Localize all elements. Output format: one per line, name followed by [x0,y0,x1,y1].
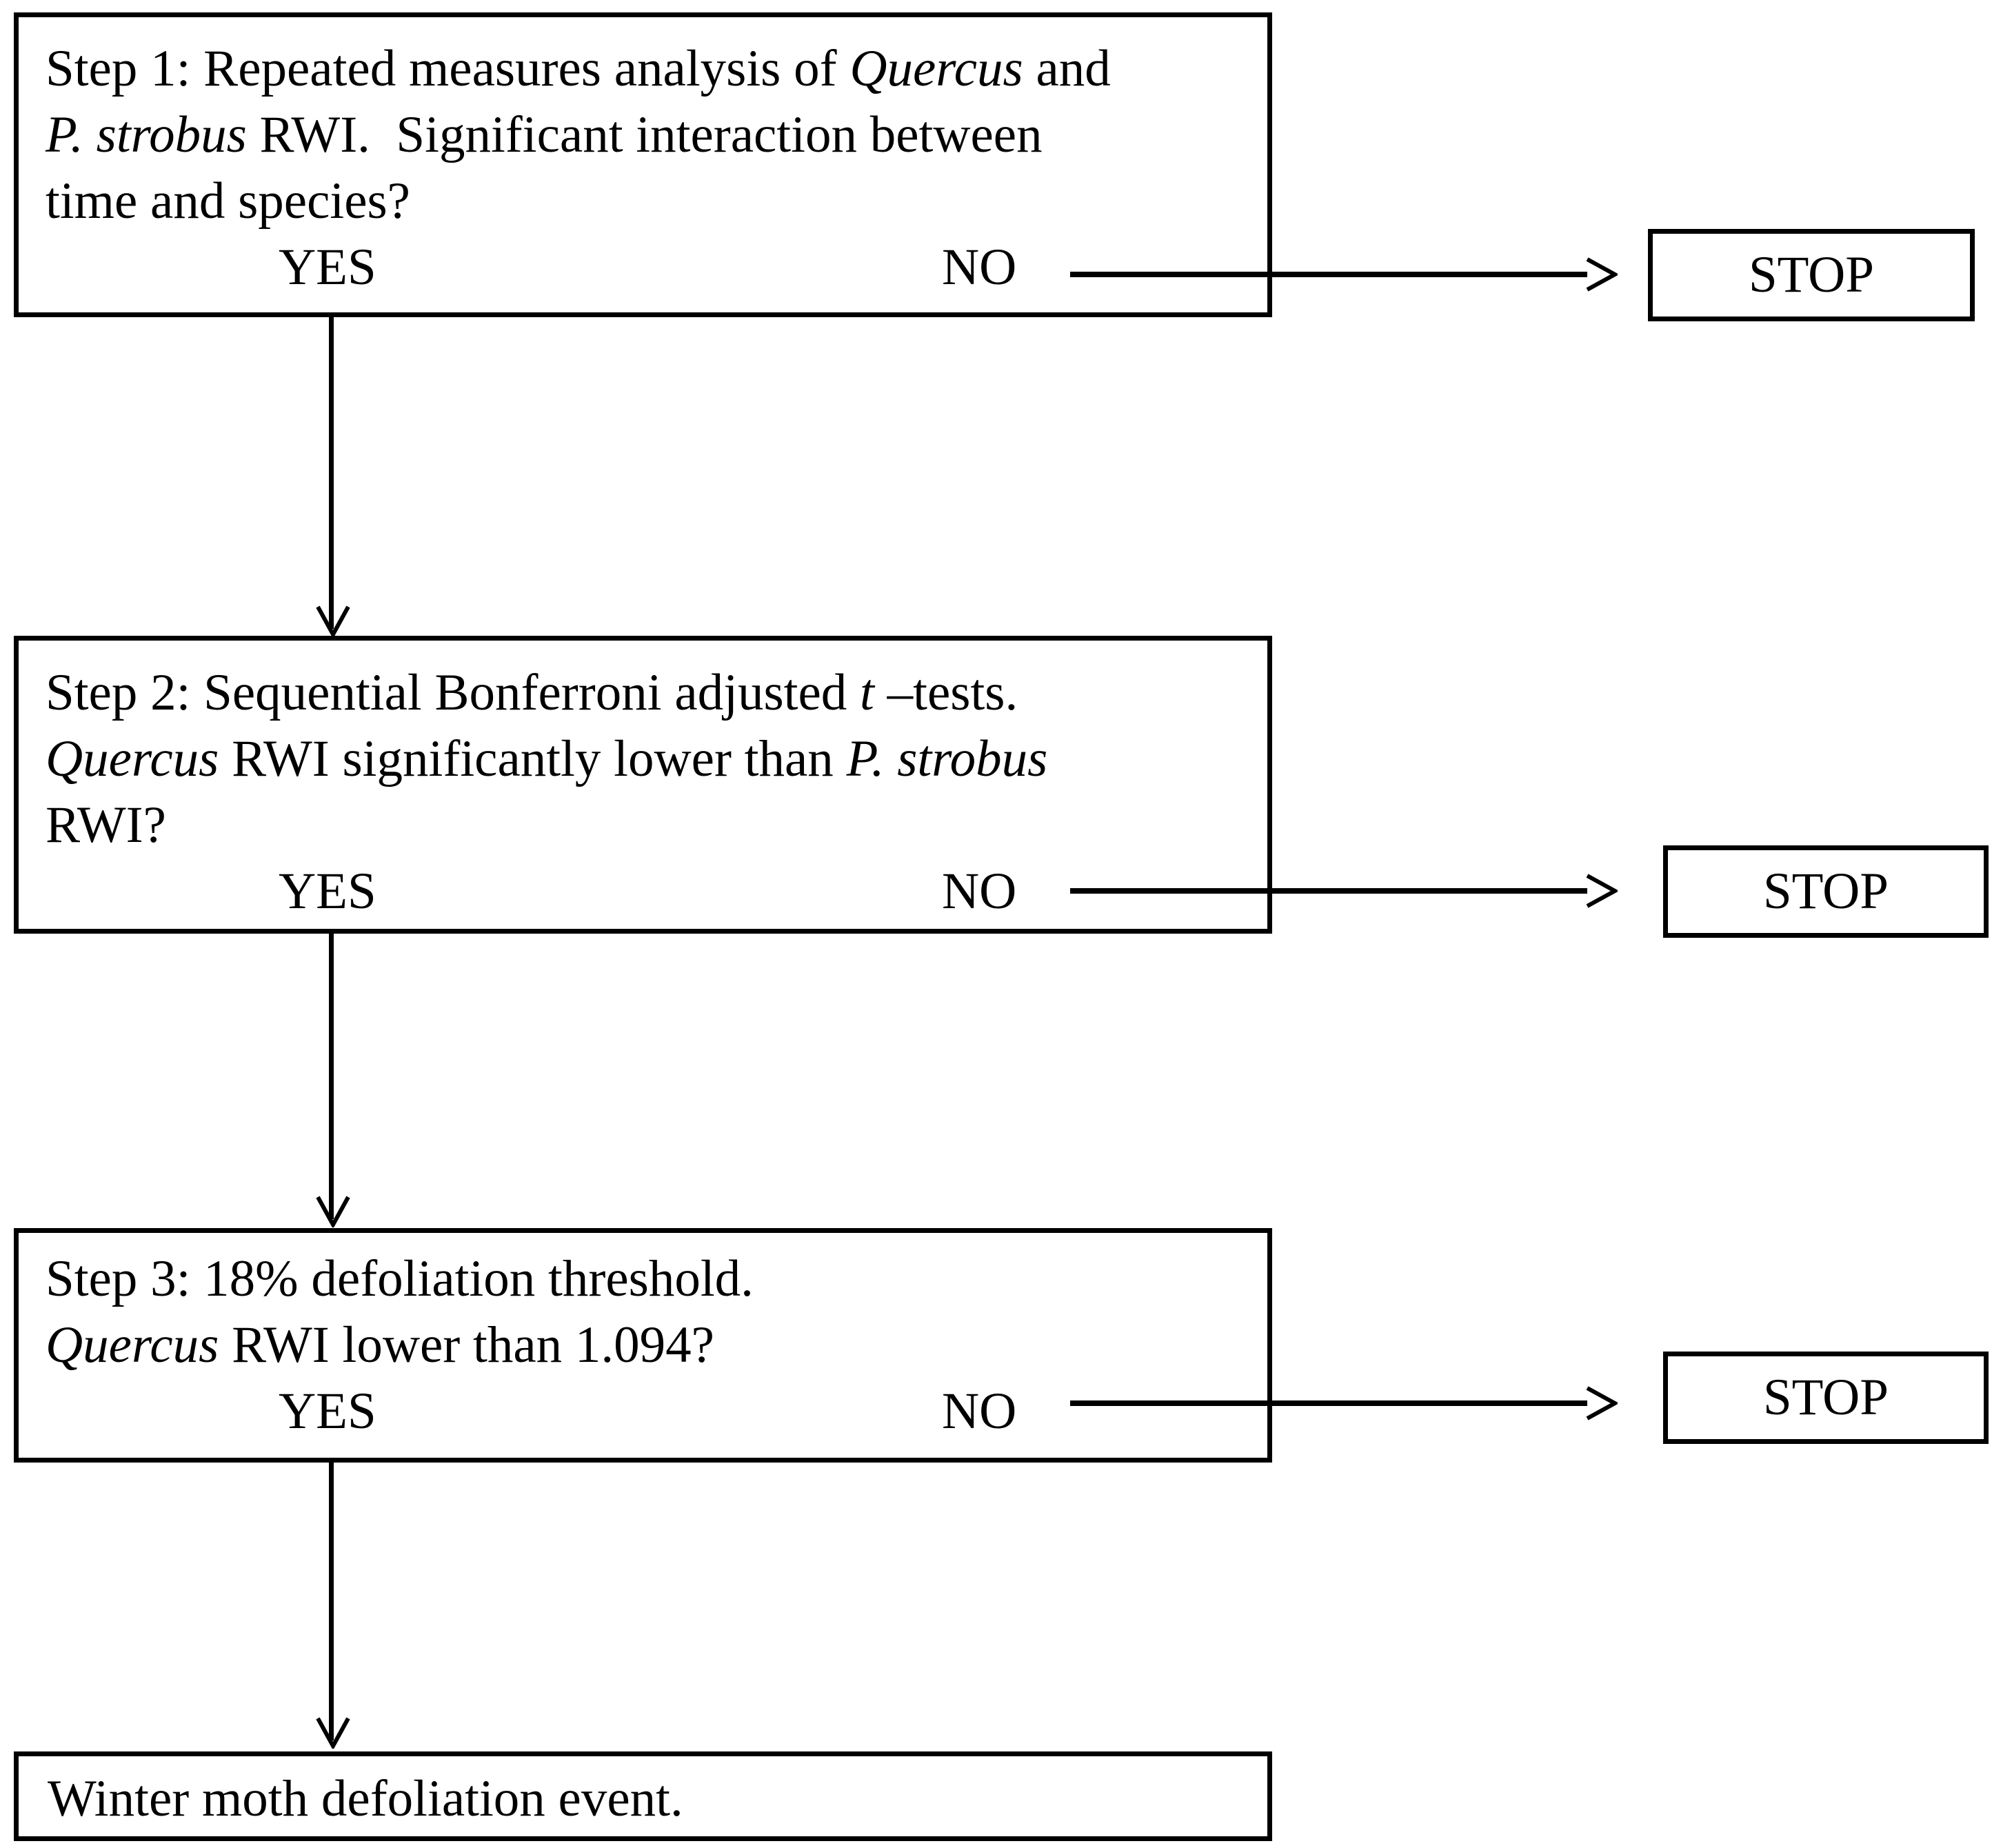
outcome-box: Winter moth defoliation event. [14,1751,1272,1841]
step1-no-arrowhead-icon [1586,257,1618,292]
stop2-box: STOP [1663,845,1989,938]
stop1-box: STOP [1648,229,1975,321]
step1-yes-arrowhead-icon [316,605,350,637]
step1-text: Step 1: Repeated measures analysis of Qu… [46,40,1111,230]
step1-yes-arrow-line [329,317,334,629]
step2-yes-arrow-line [329,934,334,1219]
step1-no-arrow-line [1070,272,1587,277]
step2-yes-arrowhead-icon [316,1196,350,1227]
stop3-label: STOP [1762,1369,1889,1426]
step3-decision-row: YES NO [46,1378,1267,1445]
step1-no-label: NO [942,239,1017,296]
step3-text: Step 3: 18% defoliation threshold.Quercu… [46,1250,754,1374]
step2-no-arrow-line [1070,888,1587,894]
step3-yes-label: YES [279,1383,376,1440]
stop2-label: STOP [1762,863,1889,920]
step3-no-arrow-line [1070,1400,1587,1406]
step3-yes-arrow-line [329,1460,334,1740]
step3-box: Step 3: 18% defoliation threshold.Quercu… [14,1228,1272,1463]
stop3-box: STOP [1663,1352,1989,1444]
step1-decision-row: YES NO [46,234,1267,301]
step2-no-arrowhead-icon [1586,874,1618,908]
step2-text: Step 2: Sequential Bonferroni adjusted t… [46,664,1048,854]
outcome-text: Winter moth defoliation event. [48,1770,683,1827]
step2-yes-label: YES [279,863,376,920]
step1-yes-label: YES [279,239,376,296]
step3-yes-arrowhead-icon [316,1717,350,1749]
step2-decision-row: YES NO [46,858,1267,925]
stop1-label: STOP [1748,246,1875,303]
step3-no-arrowhead-icon [1586,1386,1618,1420]
step1-box: Step 1: Repeated measures analysis of Qu… [14,12,1272,317]
step2-no-label: NO [942,863,1017,920]
step2-box: Step 2: Sequential Bonferroni adjusted t… [14,636,1272,934]
step3-no-label: NO [942,1383,1017,1440]
